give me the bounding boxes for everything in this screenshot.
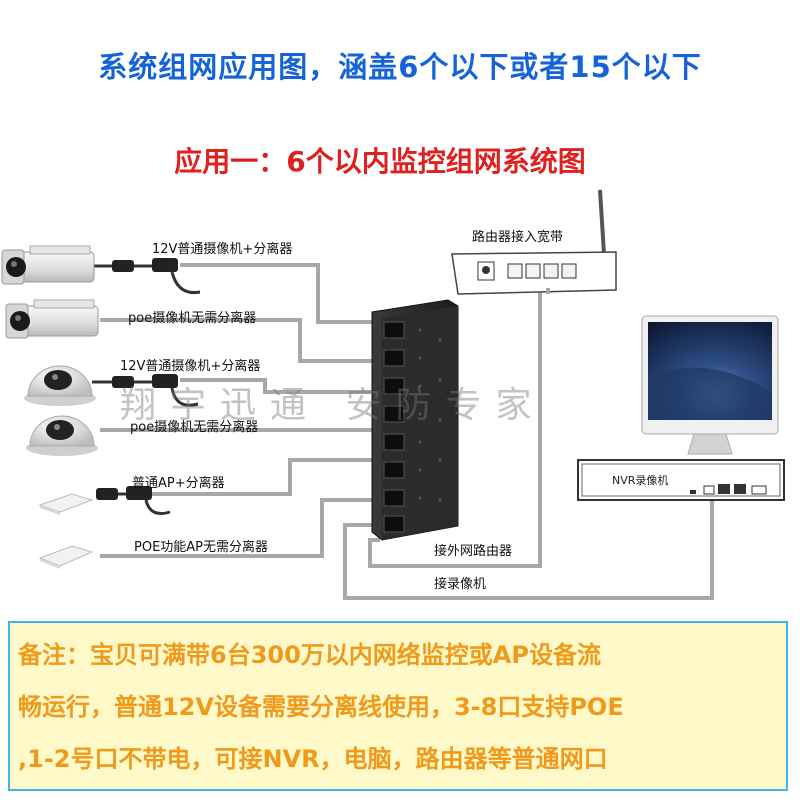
cam4-label: poe摄像机无需分离器 <box>130 420 259 435</box>
notes-line-1: 备注：宝贝可满带6台300万以内网络监控或AP设备流 <box>18 641 601 669</box>
nvr-label: NVR录像机 <box>612 474 669 487</box>
nvr-link-label: 接录像机 <box>434 577 487 592</box>
splitter-ap1 <box>96 486 171 515</box>
dome-camera-2 <box>26 415 98 456</box>
splitter-cam1 <box>92 258 201 295</box>
router <box>451 189 617 295</box>
dome-camera-1 <box>24 365 96 406</box>
notes-line-3: ,1-2号口不带电，可接NVR，电脑，路由器等普通网口 <box>18 745 608 773</box>
network-diagram <box>1 189 785 600</box>
notes-box: 备注：宝贝可满带6台300万以内网络监控或AP设备流 畅运行，普通12V设备需要… <box>8 621 788 791</box>
bullet-camera-2 <box>5 299 99 339</box>
ap1-label: 普通AP+分离器 <box>132 476 225 491</box>
cam1-label: 12V普通摄像机+分离器 <box>152 242 293 257</box>
cam2-label: poe摄像机无需分离器 <box>128 311 257 326</box>
access-point-2 <box>38 545 94 569</box>
poe-switch <box>371 299 459 541</box>
ap2-label: POE功能AP无需分离器 <box>134 540 269 555</box>
diagram-title: 系统组网应用图，涵盖6个以下或者15个以下 <box>98 50 702 84</box>
bullet-camera-1 <box>1 245 95 285</box>
splitter-cam3 <box>92 374 199 407</box>
notes-line-2: 畅运行，普通12V设备需要分离线使用，3-8口支持POE <box>18 693 624 721</box>
access-point-1 <box>38 493 94 515</box>
cam3-label: 12V普通摄像机+分离器 <box>120 359 261 374</box>
external-router-label: 接外网路由器 <box>434 544 513 559</box>
diagram-subtitle: 应用一：6个以内监控组网系统图 <box>174 145 586 178</box>
monitor <box>641 315 779 455</box>
router-label: 路由器接入宽带 <box>472 230 564 245</box>
watermark: 翔宇迅通 安防专家 <box>120 385 546 426</box>
nvr-recorder <box>577 459 785 501</box>
